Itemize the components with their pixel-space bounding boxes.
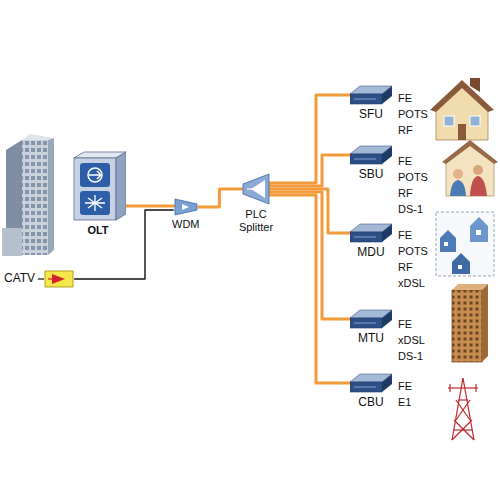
fiber-connector — [269, 155, 350, 186]
onu-symbol — [350, 222, 392, 244]
port-label: FE — [398, 155, 412, 168]
apartments-picture — [436, 212, 494, 276]
onu-symbol — [350, 144, 392, 166]
port-label: POTS — [398, 245, 428, 258]
radio-tower-picture — [448, 378, 478, 440]
port-label: FE — [398, 318, 412, 331]
onu-symbol — [350, 84, 392, 106]
wdm-node: WDM — [172, 198, 200, 231]
port-label: RF — [398, 187, 413, 200]
split-symbol — [241, 172, 271, 206]
node-label: PLC Splitter — [232, 208, 280, 233]
port-label: FE — [398, 229, 412, 242]
wdm-symbol — [174, 198, 198, 216]
port-label: DS-1 — [398, 350, 423, 363]
node-label: SBU — [359, 168, 384, 182]
node-label: MTU — [358, 332, 384, 346]
node-label: OLT — [87, 224, 108, 237]
port-label: DS-1 — [398, 203, 423, 216]
fiber-connector — [269, 192, 350, 319]
node-label: CATV — [4, 272, 35, 286]
fiber-connector — [126, 206, 174, 207]
split-node: PLC Splitter — [232, 172, 280, 233]
port-label: FE — [398, 380, 412, 393]
port-label: RF — [398, 261, 413, 274]
onu-symbol — [350, 372, 392, 394]
port-label: FE — [398, 92, 412, 105]
port-label: RF — [398, 124, 413, 137]
port-label: E1 — [398, 396, 411, 409]
onu-device: SBU — [350, 144, 392, 182]
port-label: xDSL — [398, 277, 425, 290]
onu-device: MDU — [350, 222, 392, 260]
node-label: WDM — [172, 218, 200, 231]
onu-symbol — [350, 308, 392, 330]
port-label: POTS — [398, 108, 428, 121]
onu-device: SFU — [350, 84, 392, 122]
family-picture — [442, 140, 498, 196]
node-label: SFU — [359, 108, 383, 122]
port-label: POTS — [398, 171, 428, 184]
node-label: CBU — [358, 396, 383, 410]
tower-block-picture — [452, 284, 488, 362]
onu-device: MTU — [350, 308, 392, 346]
port-label: xDSL — [398, 334, 425, 347]
fiber-connector — [198, 189, 243, 207]
node-label: MDU — [357, 246, 384, 260]
house-picture — [430, 78, 494, 140]
fiber-connector — [269, 95, 350, 183]
olt-symbol — [70, 150, 126, 222]
onu-device: CBU — [350, 372, 392, 410]
office-building — [2, 134, 54, 256]
olt-node: OLT — [70, 150, 126, 237]
catv-node: CATV — [4, 270, 74, 288]
catv-symbol — [38, 270, 74, 288]
fiber-connector — [269, 195, 350, 383]
